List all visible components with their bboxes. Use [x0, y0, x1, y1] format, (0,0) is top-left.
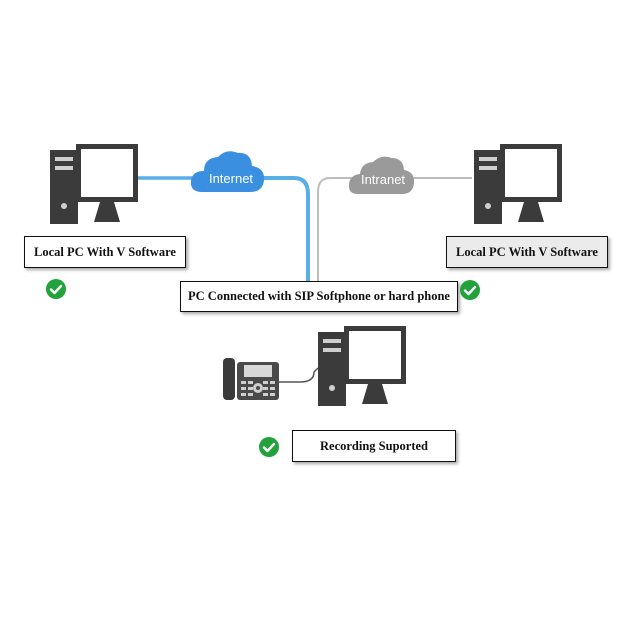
check-circle-icon	[259, 437, 279, 457]
wire-phone-pc	[276, 367, 319, 383]
check-circle-icon	[46, 279, 66, 299]
internet-label: Internet	[208, 170, 254, 186]
center-pc-label: PC Connected with SIP Softphone or hard …	[180, 281, 458, 312]
desktop-computer-icon	[318, 326, 406, 406]
wire-intranet-center	[317, 177, 352, 285]
recording-label: Recording Suported	[292, 430, 456, 462]
left-pc-label: Local PC With V Software	[24, 236, 186, 268]
wire-internet-center	[262, 176, 310, 285]
desktop-computer-icon	[474, 144, 562, 224]
check-circle-icon	[460, 280, 480, 300]
internet-cloud-icon	[190, 151, 265, 192]
intranet-cloud-icon	[348, 156, 415, 194]
right-pc-label: Local PC With V Software	[446, 236, 608, 268]
desk-phone-icon	[223, 358, 279, 400]
desktop-computer-icon	[50, 144, 138, 224]
intranet-label: Intranet	[360, 171, 406, 187]
